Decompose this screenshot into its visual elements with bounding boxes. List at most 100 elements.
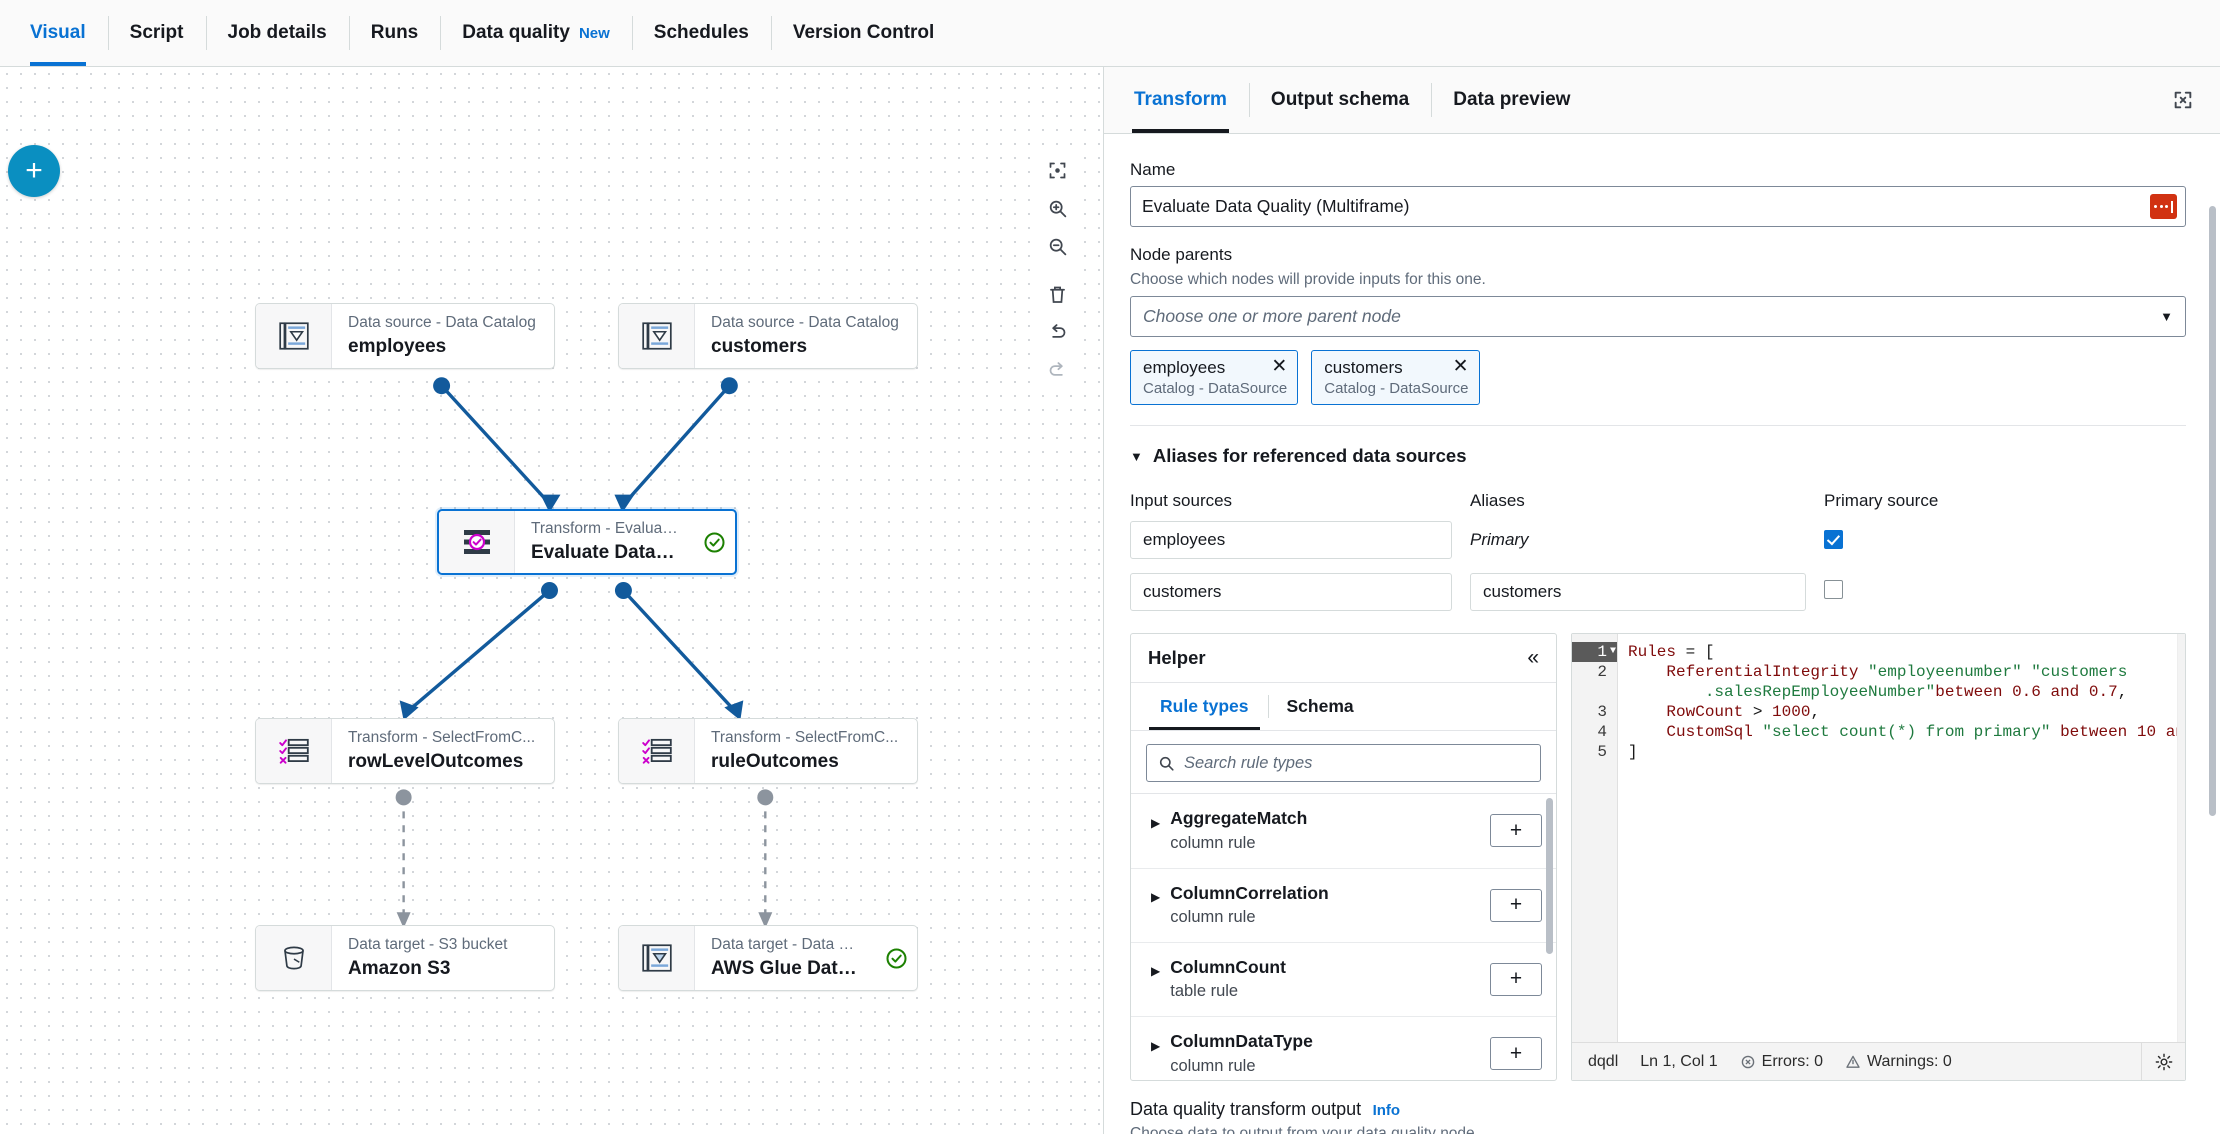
code-token: 10 xyxy=(2136,723,2157,742)
add-node-button[interactable]: + xyxy=(8,145,60,197)
gutter-line xyxy=(1572,682,1617,702)
rule-texts: ColumnCorrelation column rule xyxy=(1170,881,1480,930)
panel-scrollbar[interactable] xyxy=(2209,206,2216,816)
name-input[interactable]: Evaluate Data Quality (Multiframe) xyxy=(1130,186,2186,227)
search-icon xyxy=(1159,756,1174,771)
graph-node-ruleoutcomes[interactable]: Transform - SelectFromC... ruleOutcomes xyxy=(618,718,918,784)
node-parents-token-list: employees ✕ Catalog - DataSource custome… xyxy=(1130,350,2186,406)
node-title: AWS Glue Data Catalog xyxy=(711,957,861,979)
code-gutter: 1▼ 2 3 4 5 xyxy=(1572,634,1618,1043)
helper-tab-bar: Rule types Schema xyxy=(1131,683,1556,732)
dqdl-code-editor[interactable]: 1▼ 2 3 4 5 Rules = [ ReferentialIntegrit… xyxy=(1571,633,2186,1082)
name-annotation-icon[interactable] xyxy=(2150,194,2177,219)
expand-triangle-icon[interactable]: ▶ xyxy=(1151,1038,1161,1053)
gutter-line: 2 xyxy=(1572,662,1617,682)
code-text[interactable]: Rules = [ ReferentialIntegrity "employee… xyxy=(1618,634,2177,1042)
code-token: , xyxy=(1810,703,1821,722)
code-token: 0.7 xyxy=(2088,683,2118,702)
code-token xyxy=(1628,683,1705,701)
code-token xyxy=(2022,663,2032,681)
fit-to-screen-icon[interactable] xyxy=(1038,151,1076,189)
token-remove-icon[interactable]: ✕ xyxy=(1452,356,1469,377)
tab-data-preview[interactable]: Data preview xyxy=(1431,67,1592,133)
code-scrollbar[interactable] xyxy=(2177,634,2185,1043)
alias-value-input[interactable]: customers xyxy=(1470,573,1806,612)
tab-schedules-label: Schedules xyxy=(653,22,749,43)
tab-schema[interactable]: Schema xyxy=(1267,683,1373,730)
token-remove-icon[interactable]: ✕ xyxy=(1271,356,1288,377)
expand-triangle-icon[interactable]: ▶ xyxy=(1151,890,1161,905)
rule-texts: AggregateMatch column rule xyxy=(1170,806,1480,855)
aliases-expander[interactable]: ▼ Aliases for referenced data sources xyxy=(1130,445,2186,467)
graph-node-amazon-s3[interactable]: Data target - S3 bucket Amazon S3 xyxy=(255,925,555,991)
add-rule-button[interactable]: + xyxy=(1490,1037,1542,1071)
tab-version-control[interactable]: Version Control xyxy=(770,0,956,66)
code-token: "select count(*) from primary" xyxy=(1762,723,2051,742)
tab-transform-label: Transform xyxy=(1134,89,1227,110)
expand-triangle-icon[interactable]: ▶ xyxy=(1151,964,1161,979)
code-token: 1000 xyxy=(1772,703,1811,722)
token-subtitle: Catalog - DataSource xyxy=(1324,380,1469,398)
node-parents-select[interactable]: Choose one or more parent node ▼ xyxy=(1130,296,2186,337)
node-text: Transform - SelectFromC... rowLevelOutco… xyxy=(332,719,554,783)
token-subtitle: Catalog - DataSource xyxy=(1143,380,1288,398)
primary-source-checkbox[interactable] xyxy=(1824,580,1843,600)
rule-types-search-input[interactable]: Search rule types xyxy=(1146,744,1541,783)
tab-data-quality[interactable]: Data quality New xyxy=(440,0,632,66)
gear-icon[interactable] xyxy=(2141,1043,2185,1081)
tab-transform[interactable]: Transform xyxy=(1112,67,1249,133)
tab-job-details[interactable]: Job details xyxy=(205,0,349,66)
warning-triangle-icon xyxy=(1846,1055,1860,1068)
rule-list-scrollbar[interactable] xyxy=(1546,798,1553,955)
graph-node-evaluate-data-quality[interactable]: Transform - Evaluate dat... Evaluate Dat… xyxy=(437,509,737,575)
code-token: and xyxy=(2040,683,2089,702)
tab-runs[interactable]: Runs xyxy=(348,0,441,66)
evaluate-data-quality-icon xyxy=(439,511,515,573)
delete-icon[interactable] xyxy=(1038,275,1076,313)
expand-triangle-icon[interactable]: ▶ xyxy=(1151,815,1161,830)
rule-types-list[interactable]: ▶ AggregateMatch column rule + ▶ xyxy=(1131,793,1556,1080)
add-rule-button[interactable]: + xyxy=(1490,814,1542,848)
alias-source-input[interactable]: customers xyxy=(1130,573,1452,612)
section-divider xyxy=(1130,425,2186,427)
gutter-line: 1▼ xyxy=(1572,642,1617,663)
tab-output-schema-label: Output schema xyxy=(1270,89,1410,110)
graph-node-employees[interactable]: Data source - Data Catalog employees xyxy=(255,303,555,369)
redo-icon[interactable] xyxy=(1038,351,1076,389)
graph-node-aws-glue-data-catalog[interactable]: Data target - Data Catalog AWS Glue Data… xyxy=(618,925,918,991)
code-token: = xyxy=(1676,643,1705,662)
rule-type-item[interactable]: ▶ ColumnDataType column rule + xyxy=(1131,1017,1556,1080)
expand-icon[interactable] xyxy=(2168,85,2198,115)
alias-source-input[interactable]: employees xyxy=(1130,521,1452,560)
expander-triangle-icon: ▼ xyxy=(1130,448,1143,464)
add-rule-button[interactable]: + xyxy=(1490,962,1542,996)
tab-visual[interactable]: Visual xyxy=(8,0,108,66)
gutter-line-number: 5 xyxy=(1597,743,1607,762)
tab-rule-types[interactable]: Rule types xyxy=(1141,683,1268,731)
graph-node-customers[interactable]: Data source - Data Catalog customers xyxy=(618,303,918,369)
tab-output-schema[interactable]: Output schema xyxy=(1248,67,1431,133)
graph-node-rowleveloutcomes[interactable]: Transform - SelectFromC... rowLevelOutco… xyxy=(255,718,555,784)
info-link[interactable]: Info xyxy=(1372,1102,1401,1120)
rule-type-item[interactable]: ▶ ColumnCorrelation column rule + xyxy=(1131,869,1556,943)
undo-icon[interactable] xyxy=(1038,313,1076,351)
chevron-down-icon: ▼ xyxy=(2160,309,2173,324)
rule-type-item[interactable]: ▶ AggregateMatch column rule + xyxy=(1131,794,1556,869)
zoom-out-icon[interactable] xyxy=(1038,227,1076,265)
tab-script-label: Script xyxy=(129,22,184,43)
node-text: Transform - Evaluate dat... Evaluate Dat… xyxy=(515,511,693,573)
tab-script[interactable]: Script xyxy=(107,0,206,66)
code-body: 1▼ 2 3 4 5 Rules = [ ReferentialIntegrit… xyxy=(1572,634,2185,1043)
tab-rule-types-label: Rule types xyxy=(1160,696,1249,717)
tab-schedules[interactable]: Schedules xyxy=(631,0,771,66)
rule-type-item[interactable]: ▶ ColumnCount table rule + xyxy=(1131,943,1556,1018)
code-token: "employeenumber" xyxy=(1868,663,2022,682)
zoom-in-icon[interactable] xyxy=(1038,189,1076,227)
helper-title: Helper xyxy=(1148,647,1206,669)
code-fold-icon[interactable]: ▼ xyxy=(1609,646,1616,658)
collapse-left-icon[interactable]: « xyxy=(1527,646,1539,670)
add-rule-button[interactable]: + xyxy=(1490,888,1542,922)
job-graph-canvas[interactable]: + xyxy=(0,67,1104,1134)
code-line: Rules = [ xyxy=(1628,642,2177,662)
primary-source-checkbox[interactable] xyxy=(1824,530,1843,549)
